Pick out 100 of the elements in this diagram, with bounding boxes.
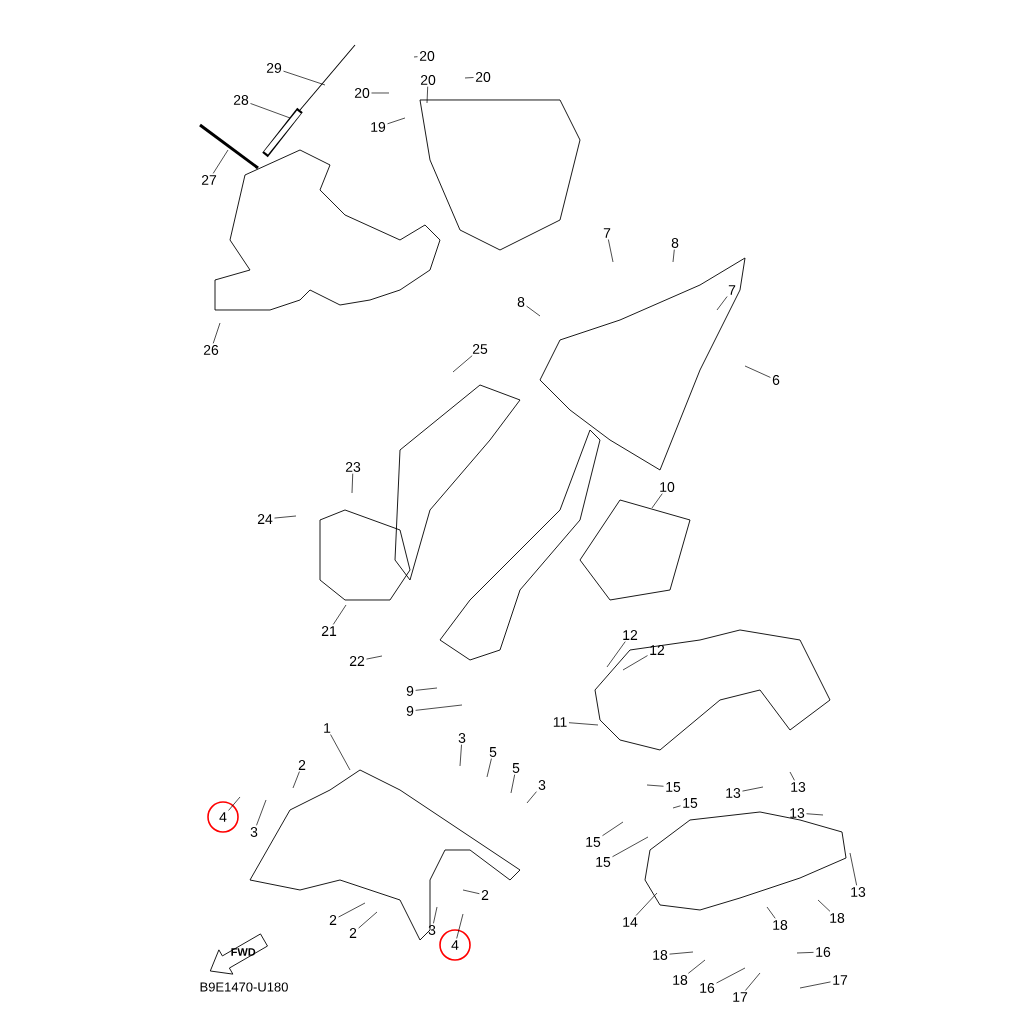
callout-number: 6 <box>772 375 780 385</box>
callout-number: 18 <box>773 920 788 930</box>
leader-line <box>622 655 648 671</box>
leader-line <box>366 655 383 660</box>
leader-line <box>526 791 537 804</box>
callout-number: 9 <box>406 686 414 696</box>
leader-line <box>292 771 300 789</box>
callout-number: 5 <box>489 747 497 757</box>
leader-line <box>806 813 824 816</box>
leader-line <box>459 744 462 767</box>
leader-line <box>452 355 473 373</box>
callout-number: 4 <box>219 812 227 822</box>
leader-line <box>256 799 267 826</box>
callout-number: 3 <box>428 925 436 935</box>
callout-number: 2 <box>329 915 337 925</box>
leader-line <box>283 70 326 86</box>
leader-line <box>745 972 761 991</box>
callout-number: 2 <box>481 890 489 900</box>
diagram-code: B9E1470-U180 <box>200 982 288 992</box>
callout-number: 12 <box>623 630 638 640</box>
callout-number: 3 <box>458 733 466 743</box>
callout-number: 3 <box>538 780 546 790</box>
leader-line <box>415 687 438 691</box>
leader-line <box>274 515 297 519</box>
callout-number: 19 <box>371 122 386 132</box>
leader-line <box>413 56 418 58</box>
callout-number: 3 <box>250 827 258 837</box>
leader-line <box>526 305 541 317</box>
callout-number: 21 <box>321 626 337 636</box>
callout-number: 11 <box>553 717 567 727</box>
callout-number: 15 <box>586 837 601 847</box>
callout-number: 2 <box>349 928 357 938</box>
leader-line <box>716 296 728 311</box>
callout-number: 15 <box>596 857 611 867</box>
leader-line <box>464 77 474 79</box>
leader-line <box>371 92 390 94</box>
leader-line <box>608 239 614 263</box>
callout-number: 29 <box>266 63 282 73</box>
callout-number: 7 <box>603 228 611 238</box>
callout-number: 1 <box>324 723 331 733</box>
callout-number: 20 <box>475 72 491 82</box>
leader-line <box>606 641 626 668</box>
callout-number: 28 <box>233 95 249 105</box>
leader-line <box>330 734 351 771</box>
callout-number: 13 <box>851 887 866 897</box>
leader-line <box>817 899 831 912</box>
callout-number: 10 <box>660 482 675 492</box>
callout-number: 27 <box>201 175 217 185</box>
leader-line <box>433 906 438 924</box>
callout-number: 22 <box>349 656 365 666</box>
leader-line <box>688 959 706 974</box>
leader-line <box>212 149 229 174</box>
callout-number: 20 <box>420 75 436 85</box>
leader-line <box>716 967 746 984</box>
callout-number: 15 <box>666 782 681 792</box>
leader-line <box>426 86 429 104</box>
leader-line <box>672 805 681 809</box>
callout-number: 14 <box>623 917 638 927</box>
leader-line <box>332 604 347 625</box>
leader-line <box>486 758 492 778</box>
callout-number: 23 <box>345 462 361 472</box>
leader-line <box>672 249 675 263</box>
leader-line <box>744 365 771 378</box>
leader-line <box>338 902 366 918</box>
callout-number: 17 <box>733 992 748 1002</box>
leader-line <box>669 951 694 955</box>
leader-line <box>766 906 776 919</box>
callout-number: 7 <box>728 285 736 295</box>
callout-number: 13 <box>791 782 806 792</box>
leader-line <box>635 892 658 916</box>
callout-number: 17 <box>833 975 848 985</box>
callout-number: 15 <box>683 798 698 808</box>
callout-number: 18 <box>830 913 845 923</box>
leader-line <box>358 911 378 929</box>
leader-line <box>602 821 624 836</box>
leader-line <box>387 117 406 125</box>
callout-number: 5 <box>512 763 520 773</box>
callout-number: 9 <box>406 706 414 716</box>
leader-line <box>646 784 664 787</box>
callout-number: 12 <box>650 645 665 655</box>
leader-line <box>612 836 649 858</box>
leader-line <box>228 796 241 811</box>
callout-number: 20 <box>354 88 370 98</box>
leader-line <box>510 774 516 794</box>
callout-number: 13 <box>726 788 741 798</box>
callout-number: 16 <box>700 983 715 993</box>
leader-line <box>789 771 795 781</box>
leader-line <box>742 786 764 792</box>
callout-number: 18 <box>653 950 668 960</box>
leader-line <box>796 952 814 954</box>
leader-line <box>456 913 464 939</box>
leader-line <box>462 889 480 895</box>
callout-number: 18 <box>673 975 688 985</box>
callout-number: 8 <box>671 238 679 248</box>
callout-number: 13 <box>790 808 805 818</box>
leader-line <box>849 852 857 886</box>
callout-number: 4 <box>451 940 459 950</box>
callout-number: 8 <box>517 297 525 307</box>
leader-line <box>799 981 831 989</box>
leader-line <box>351 473 354 494</box>
